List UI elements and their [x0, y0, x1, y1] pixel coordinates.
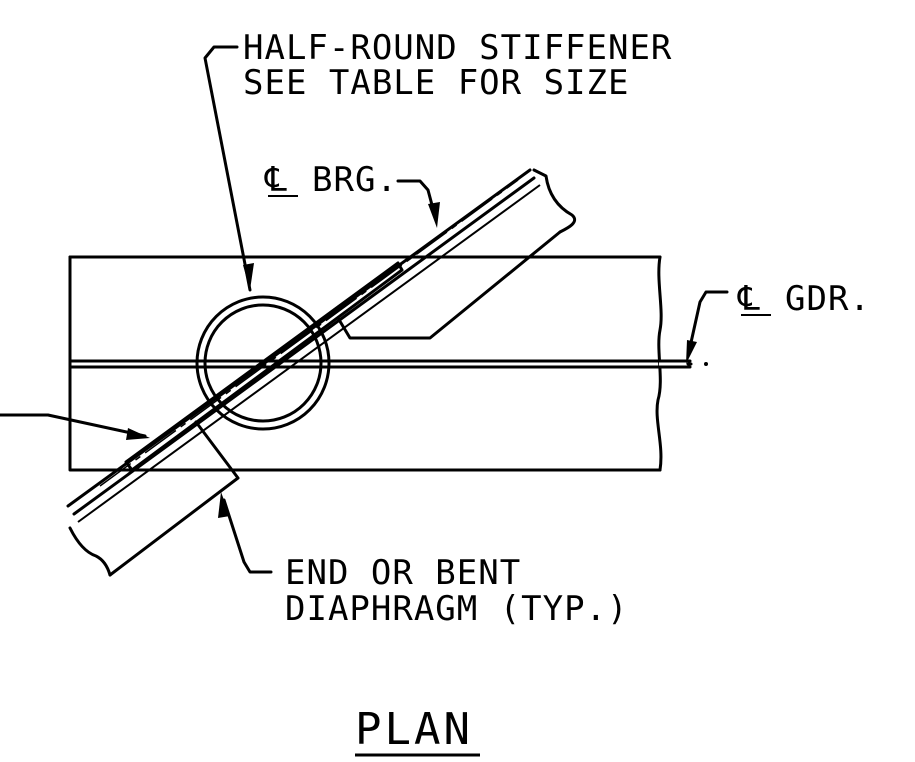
diaphragm-label-line1: END OR BENT: [285, 553, 521, 593]
stiffener-label-line2: SEE TABLE FOR SIZE: [243, 63, 629, 103]
gdr-label-group: ℄ GDR.: [686, 279, 871, 364]
girder-web: [68, 359, 708, 369]
diaphragm-upper: [336, 168, 577, 340]
bearing-plate: [66, 168, 541, 523]
gdr-label: GDR.: [785, 279, 871, 319]
stiffener-leader: [203, 45, 254, 292]
centerline-symbol-gdr: ℄: [737, 279, 761, 319]
diaphragm-leader: [218, 492, 273, 574]
left-leader: [0, 413, 150, 440]
plan-title: PLAN: [355, 704, 473, 755]
brg-label-group: ℄ BRG.: [264, 160, 440, 228]
diaphragm-lower: [68, 420, 240, 577]
diaphragm-label-line2: DIAPHRAGM (TYP.): [285, 589, 629, 629]
brg-label: BRG.: [312, 160, 398, 200]
centerline-symbol-brg: ℄: [264, 160, 288, 200]
stiffener-label-line1: HALF-ROUND STIFFENER: [243, 28, 672, 68]
half-round-stiffener: [195, 295, 331, 431]
